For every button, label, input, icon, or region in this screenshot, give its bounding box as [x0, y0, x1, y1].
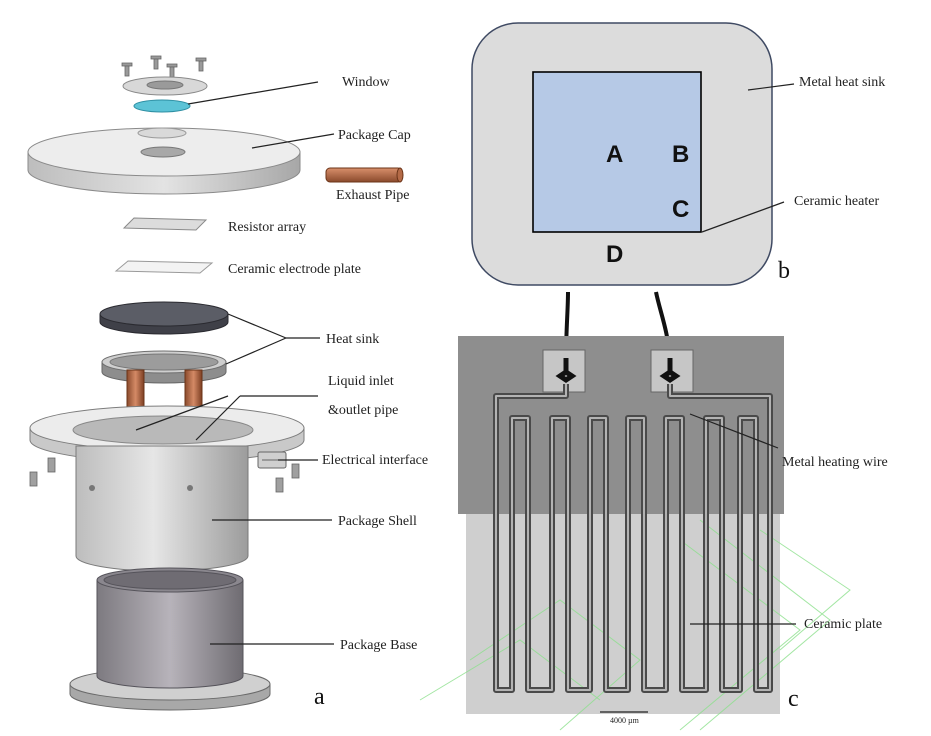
label-package-base: Package Base: [340, 638, 417, 653]
label-outlet-pipe: &outlet pipe: [328, 403, 398, 418]
point-d: D: [606, 241, 623, 268]
ceramic-electrode-plate: [114, 260, 214, 274]
panel-b-schematic: A B C D Metal heat sink Ceramic heater b: [471, 22, 885, 286]
side-screws: [29, 457, 300, 493]
ceramic-plate-area: [466, 514, 780, 714]
label-liquid-inlet: Liquid inlet: [328, 374, 394, 389]
label-exhaust-pipe: Exhaust Pipe: [336, 188, 410, 203]
label-ceramic-plate: Ceramic plate: [804, 617, 882, 632]
point-b: B: [672, 141, 689, 168]
package-shell: [75, 445, 249, 572]
panel-a-exploded-view: Window Package Cap Exhaust Pipe Resistor…: [27, 55, 428, 711]
label-heat-sink: Heat sink: [326, 332, 379, 347]
package-base: [69, 567, 271, 711]
label-ceramic-heater: Ceramic heater: [794, 194, 879, 209]
window-glass: [133, 99, 191, 113]
panel-c-photo: 4000 µm Metal heating wire Ceramic plate…: [419, 291, 888, 731]
heat-sink-ring: [101, 350, 227, 384]
point-a: A: [606, 141, 623, 168]
label-metal-heating-wire: Metal heating wire: [782, 455, 888, 470]
electrical-interface-part: [257, 451, 287, 469]
label-package-shell: Package Shell: [338, 514, 417, 529]
label-package-cap: Package Cap: [338, 128, 411, 143]
label-metal-heat-sink: Metal heat sink: [799, 75, 885, 90]
top-screws: [121, 55, 207, 78]
upper-overlay: [458, 336, 784, 514]
panel-label-a: a: [314, 684, 325, 710]
label-resistor-array: Resistor array: [228, 220, 306, 235]
exhaust-pipe: [325, 167, 403, 183]
ceramic-heater-shape: [532, 71, 702, 233]
label-ceramic-electrode-plate: Ceramic electrode plate: [228, 262, 361, 277]
scale-bar-label: 4000 µm: [610, 716, 640, 725]
point-c: C: [672, 196, 689, 223]
heat-sink-disc: [99, 301, 229, 335]
resistor-array: [122, 217, 208, 231]
package-cap: [27, 127, 301, 195]
panel-label-b: b: [778, 258, 790, 284]
label-window: Window: [342, 75, 391, 90]
label-electrical-interface: Electrical interface: [322, 453, 428, 468]
panel-label-c: c: [788, 686, 799, 712]
panel-a-leaders: [135, 81, 335, 645]
